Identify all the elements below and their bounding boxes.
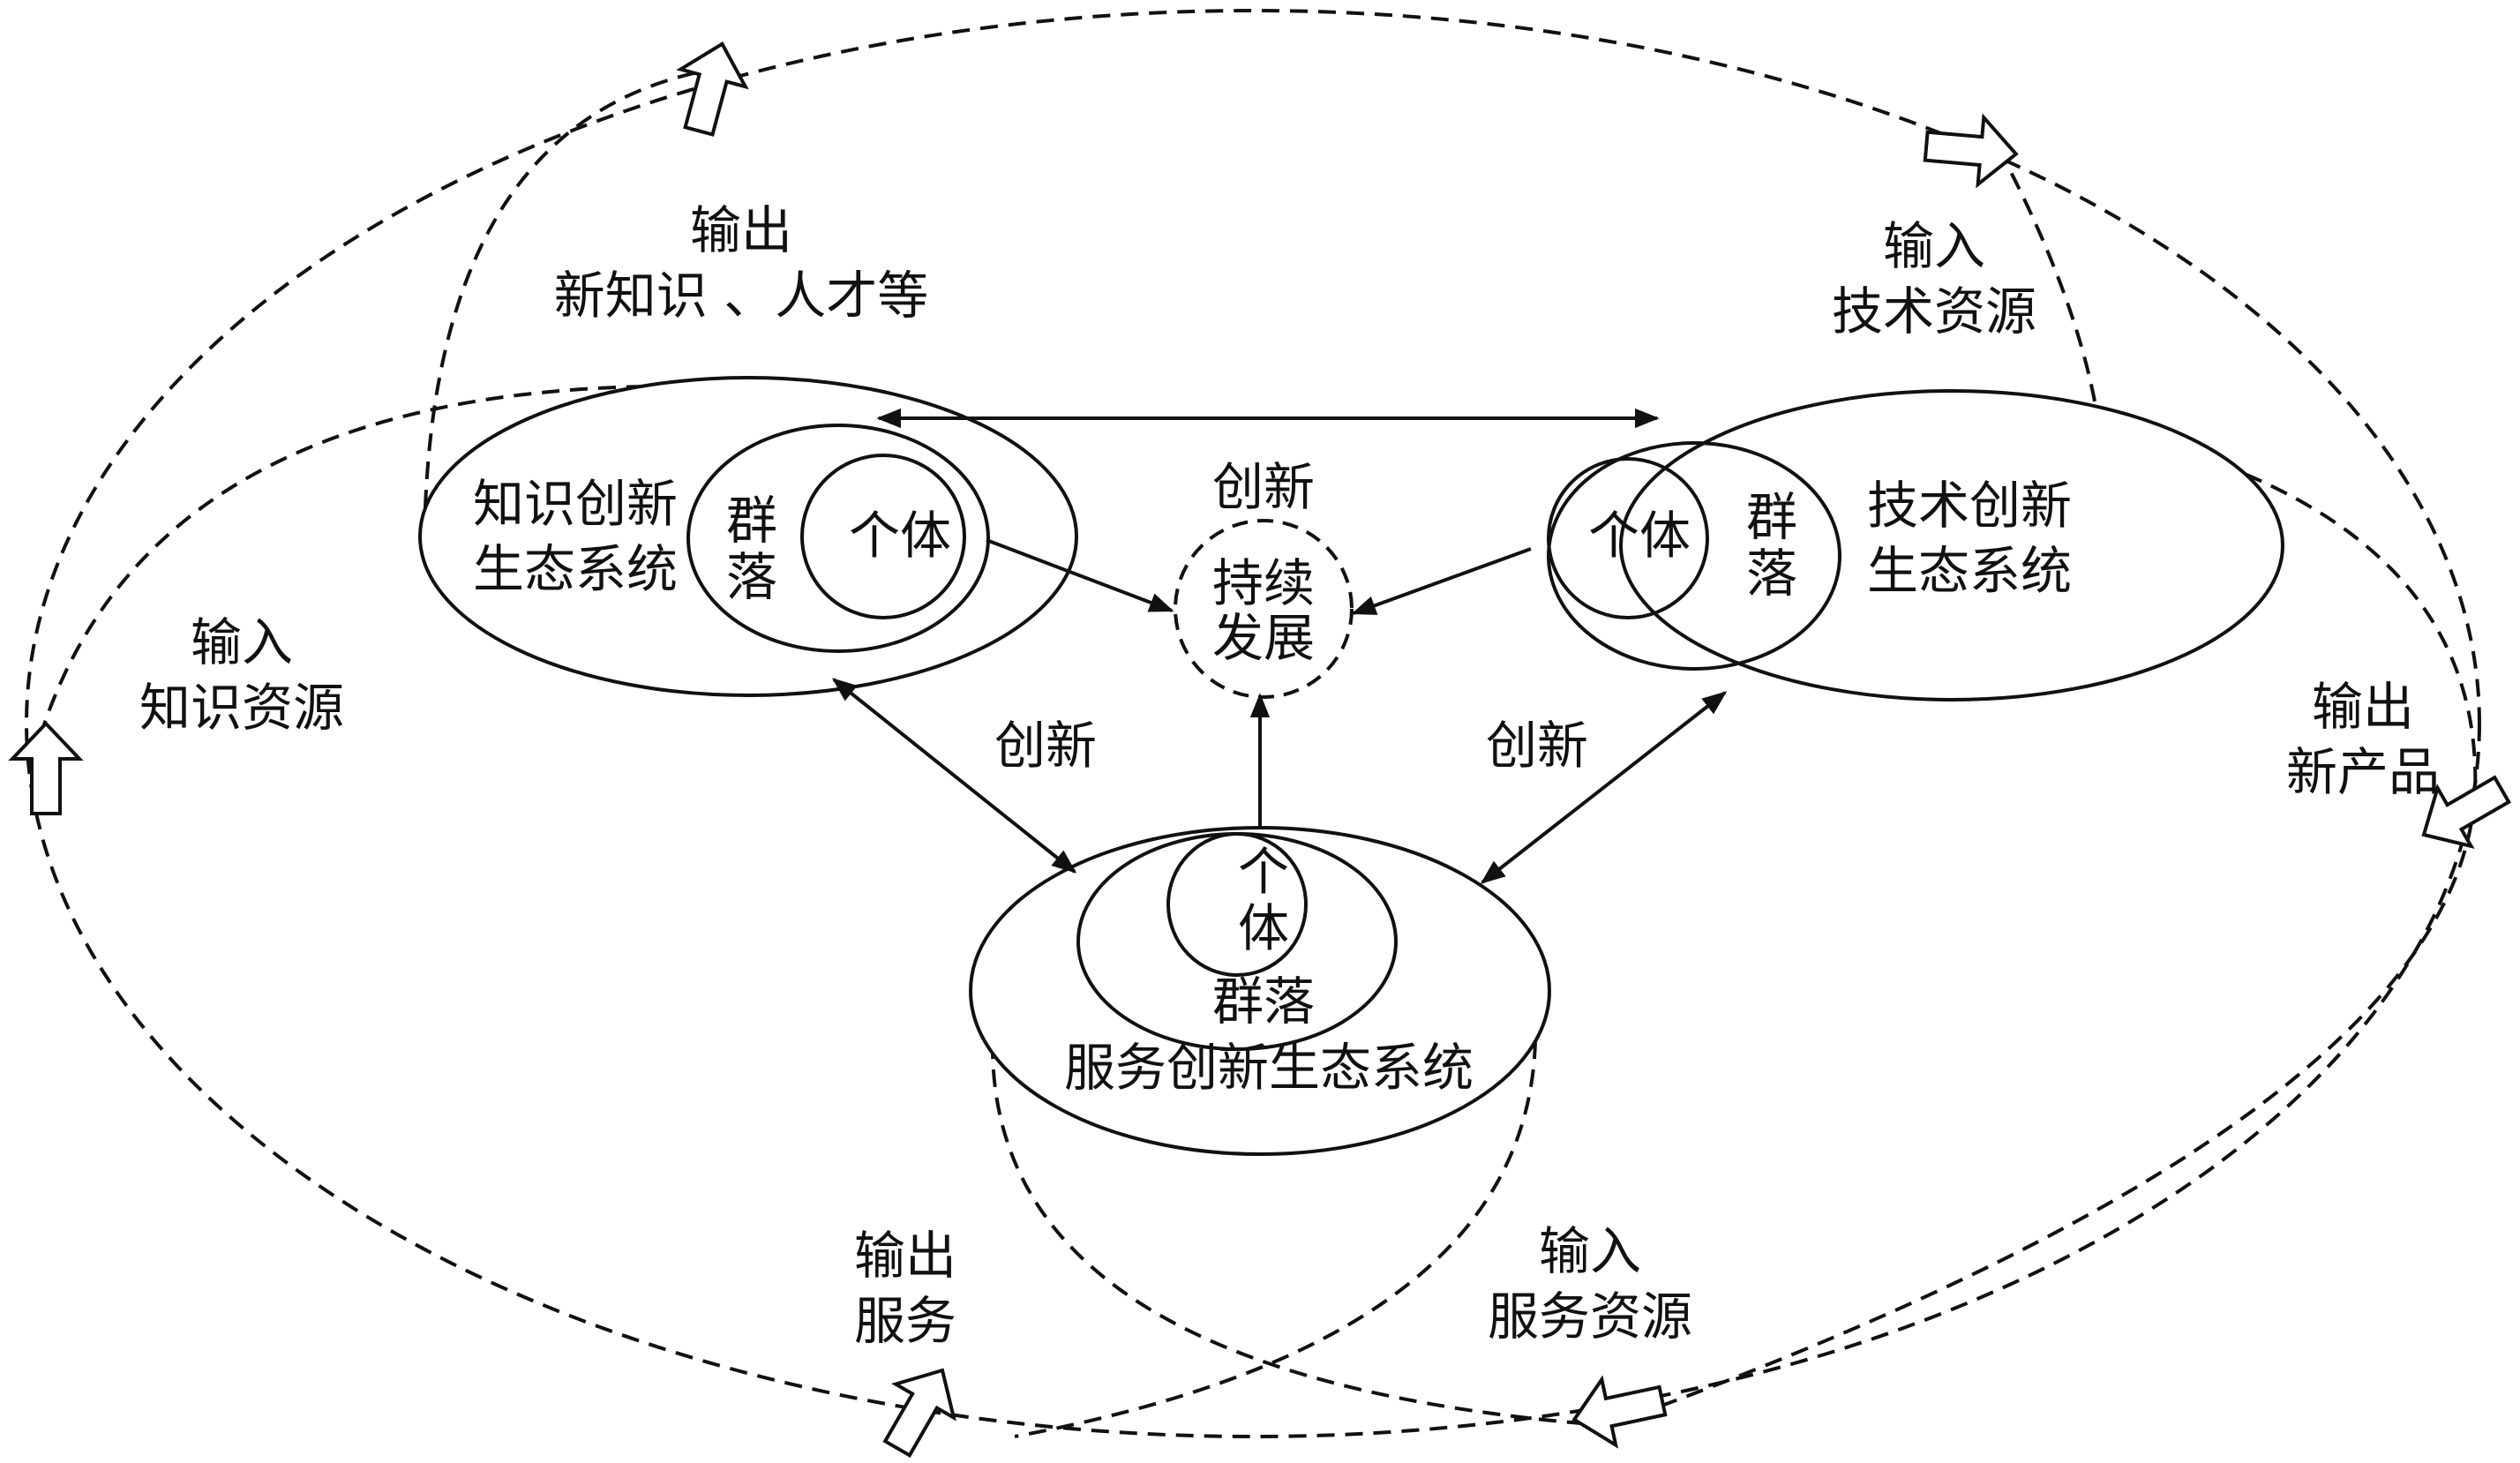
flow-top-right-line2: 技术资源	[1831, 281, 2037, 341]
dashed-arc-top-right	[1997, 147, 2107, 504]
flow-right-line2: 新产品	[2285, 742, 2441, 802]
technology-ecosystem-label: 技术创新 生态系统	[1867, 473, 2072, 604]
knowledge-ecosystem-name-line2: 生态系统	[472, 539, 679, 599]
center-innovation-label: 创新	[1211, 457, 1316, 517]
flow-left-line1: 输入	[190, 612, 294, 672]
technology-individual-label: 个体	[1587, 506, 1691, 566]
technology-ecosystem-name-line1: 技术创新	[1866, 476, 2073, 536]
knowledge-ecosystem	[418, 376, 1078, 697]
flow-arrow-left-icon	[8, 721, 84, 815]
dashed-arc-top-left	[424, 69, 707, 508]
flow-arrow-right-icon	[2421, 775, 2512, 849]
flow-top-right-line1: 输入	[1882, 216, 1986, 276]
dashed-arc-bottom-right	[1014, 1040, 1537, 1438]
service-community-label: 群落	[1211, 972, 1316, 1032]
link-left-innovation-label: 创新	[994, 716, 1098, 776]
flow-arrow-top-right-icon	[1923, 113, 2019, 189]
arrow-knowledge-service	[831, 678, 1077, 874]
flow-left-line2: 知识资源	[139, 678, 345, 738]
service-individual-circle	[1166, 832, 1308, 977]
service-ecosystem-label: 服务创新生态系统	[1063, 1038, 1474, 1098]
outer-dashed-ellipse	[25, 9, 2481, 1438]
technology-individual-circle	[1547, 457, 1709, 619]
flow-bottom-right-label: 输入 服务资源	[1488, 1219, 1692, 1349]
flow-top-left-label: 输出 新知识 、人才等	[554, 198, 928, 328]
technology-community-label: 群 落	[1745, 487, 1798, 604]
link-right-innovation-label: 创新	[1485, 716, 1589, 776]
flow-arrow-bottom-right-icon	[1571, 1375, 1668, 1449]
flow-right-line1: 输出	[2311, 677, 2415, 737]
knowledge-ecosystem-label: 知识创新 生态系统	[473, 471, 678, 602]
flow-arrow-bottom-left-icon	[882, 1368, 956, 1459]
technology-ecosystem	[1547, 389, 2284, 701]
flow-bottom-left-line2: 服务	[853, 1291, 957, 1351]
flow-right-label: 输出 新产品	[2286, 674, 2440, 805]
flow-bottom-right-line2: 服务资源	[1487, 1287, 1693, 1347]
flow-top-left-line1: 输出	[689, 200, 792, 260]
knowledge-individual-label: 个体	[848, 506, 952, 566]
arrow-technology-to-center	[1351, 547, 1532, 615]
knowledge-individual-circle	[800, 454, 966, 619]
flow-bottom-right-line1: 输入	[1538, 1221, 1642, 1281]
flow-bottom-left-label: 输出 服务	[854, 1223, 956, 1354]
arrow-knowledge-to-center	[986, 538, 1174, 612]
service-individual-label: 个 体	[1237, 842, 1290, 958]
knowledge-community-ellipse	[686, 424, 990, 653]
dashed-arc-bottom-left	[990, 1040, 1602, 1427]
technology-ecosystem-name-line2: 生态系统	[1866, 541, 2073, 601]
flow-top-right-label: 输入 技术资源	[1832, 214, 2036, 344]
sustainable-development-label: 持续 发展	[1212, 556, 1315, 665]
flow-bottom-left-line1: 输出	[853, 1226, 957, 1286]
sustainable-development-line1: 持续	[1211, 553, 1316, 613]
knowledge-ecosystem-ellipse	[418, 376, 1078, 697]
sustainable-development-line2: 发展	[1211, 608, 1316, 668]
flow-arrow-top-left-icon	[676, 41, 749, 137]
knowledge-community-label: 群 落	[725, 491, 778, 607]
flow-top-left-line2: 新知识 、人才等	[553, 266, 929, 326]
knowledge-ecosystem-name-line1: 知识创新	[472, 474, 679, 534]
technology-community-ellipse	[1547, 441, 1841, 671]
dashed-arc-left	[32, 385, 645, 760]
arrow-technology-service	[1480, 691, 1728, 884]
flow-left-label: 输入 知识资源	[139, 610, 344, 740]
